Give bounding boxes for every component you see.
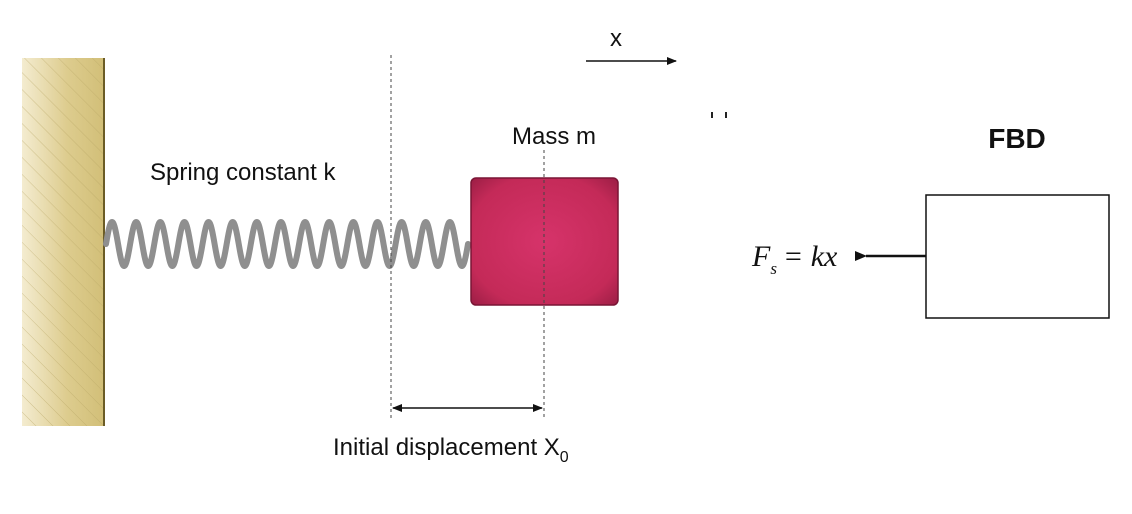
mass-label: Mass m	[512, 123, 596, 150]
force-symbol: F	[751, 240, 771, 273]
force-subscript: s	[770, 259, 777, 278]
displacement-subscript: 0	[560, 449, 569, 466]
displacement-text: Initial displacement X	[333, 434, 560, 461]
stray-marks	[711, 112, 727, 118]
spring-label: Spring constant k	[150, 159, 336, 186]
force-rhs: = kx	[783, 240, 838, 273]
spring-force-equation: Fs = kx	[751, 240, 838, 278]
wall	[22, 58, 105, 426]
x-axis-label: x	[610, 25, 622, 52]
spring	[103, 219, 471, 269]
fbd-title: FBD	[988, 123, 1046, 154]
displacement-label: Initial displacement X0	[333, 434, 569, 466]
fbd-box	[925, 194, 1110, 319]
